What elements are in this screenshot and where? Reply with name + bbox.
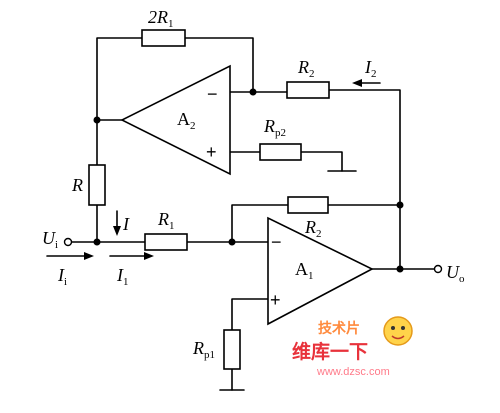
label-ii: Ii xyxy=(57,265,67,288)
resistor-r xyxy=(88,164,106,206)
label-r: R xyxy=(71,175,83,195)
opamp-a1 xyxy=(267,216,374,326)
input-terminal xyxy=(63,237,73,247)
label-r1: R1 xyxy=(157,209,175,232)
output-terminal xyxy=(433,264,443,274)
a1-minus-sign: − xyxy=(271,232,282,252)
resistor-r1 xyxy=(144,233,188,251)
label-r2-bottom: R2 xyxy=(304,217,322,240)
watermark-logo: 技术片 维库一下 www.dzsc.com xyxy=(292,316,413,378)
label-rp1: Rp1 xyxy=(192,338,215,361)
junction-dots xyxy=(93,88,404,273)
watermark-cn-text: 维库一下 xyxy=(292,340,368,363)
label-i2: I2 xyxy=(364,57,377,80)
label-i: I xyxy=(122,214,130,234)
label-ui: Ui xyxy=(42,228,58,251)
mascot-icon xyxy=(383,316,413,346)
label-amp-a1: A1 xyxy=(295,259,314,282)
watermark-url: www.dzsc.com xyxy=(316,366,390,378)
current-arrows xyxy=(46,79,381,260)
label-uo: Uo xyxy=(446,262,465,285)
watermark-top-text: 技术片 xyxy=(318,320,360,337)
resistor-r2-top xyxy=(286,81,330,99)
label-i1: I1 xyxy=(116,265,129,288)
wires xyxy=(71,37,435,391)
opamp-a2 xyxy=(120,64,231,176)
label-2r1: 2R1 xyxy=(148,7,174,30)
label-rp2: Rp2 xyxy=(263,116,286,139)
resistor-rp2 xyxy=(259,143,302,161)
label-amp-a2: A2 xyxy=(177,109,196,132)
a2-plus-sign: + xyxy=(206,142,217,162)
resistors xyxy=(88,29,330,370)
resistor-rp1 xyxy=(223,329,241,370)
a1-plus-sign: + xyxy=(270,290,281,310)
resistor-r2-bottom xyxy=(287,196,329,214)
a2-minus-sign: − xyxy=(207,84,218,104)
resistor-2r1 xyxy=(141,29,186,47)
label-r2-top: R2 xyxy=(297,57,315,80)
